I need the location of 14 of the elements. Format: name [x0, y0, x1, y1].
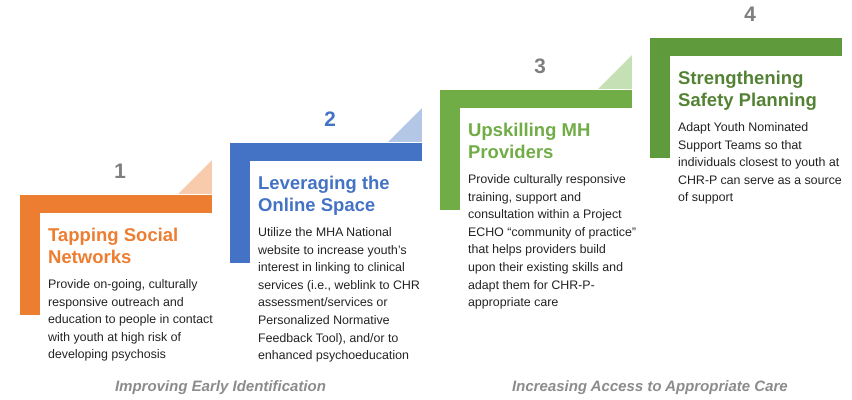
- section-caption: Improving Early Identification: [115, 378, 326, 395]
- step-number: 4: [743, 3, 757, 27]
- step-heading: Leveraging the Online Space: [258, 172, 391, 216]
- step-heading: Upskilling MH Providers: [468, 119, 592, 163]
- step-description: Provide culturally responsive training, support and consultation within a Project ECHO “community of practice” that helps providers build upon their existing skills and adapt them for CHR-P-appropriate care: [468, 171, 636, 312]
- step-number: 3: [533, 55, 547, 79]
- step-heading: Strengthening Safety Planning: [678, 67, 818, 111]
- step-description: Provide on-going, culturally responsive outreach and education to people in contact with youth at high risk of developing psychosis: [48, 276, 214, 364]
- step-description: Utilize the MHA National website to increase youth’s interest in linking to clinical services (i.e., weblink to CHR assessment/services or Personalized Normative Feedback Tool), and/or to enhanced psychoeducation: [258, 224, 421, 364]
- step-number: 2: [323, 108, 337, 132]
- step-heading: Tapping Social Networks: [48, 224, 180, 268]
- step-number: 1: [113, 160, 127, 184]
- step-description: Adapt Youth Nominated Support Teams so that individuals closest to youth at CHR-P can serve as a source of support: [678, 119, 843, 206]
- section-caption: Increasing Access to Appropriate Care: [512, 378, 788, 395]
